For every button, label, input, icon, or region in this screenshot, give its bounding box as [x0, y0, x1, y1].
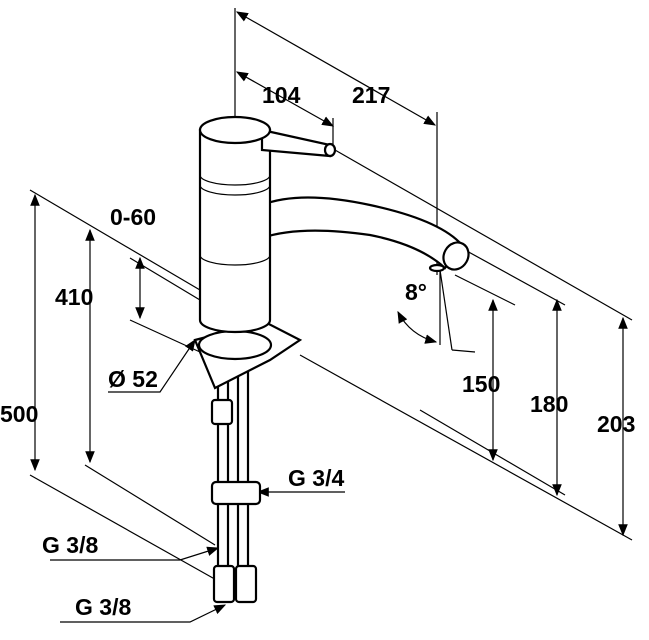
dim-angle: 8°: [405, 279, 427, 305]
dimension-lines: [29, 8, 633, 623]
dim-150: 150: [462, 371, 500, 397]
dim-410: 410: [55, 284, 93, 310]
dim-217: 217: [352, 82, 390, 108]
dim-diameter-52: Ø 52: [108, 366, 158, 392]
dim-0-60: 0-60: [110, 204, 156, 230]
connection-g34: G 3/4: [288, 465, 344, 491]
dim-104: 104: [262, 82, 301, 108]
dim-203: 203: [597, 411, 635, 437]
connection-g38-lower: G 3/8: [75, 594, 131, 620]
dim-180: 180: [530, 391, 568, 417]
connection-g38-upper: G 3/8: [42, 532, 98, 558]
faucet: [193, 115, 470, 604]
dim-500: 500: [0, 401, 38, 427]
